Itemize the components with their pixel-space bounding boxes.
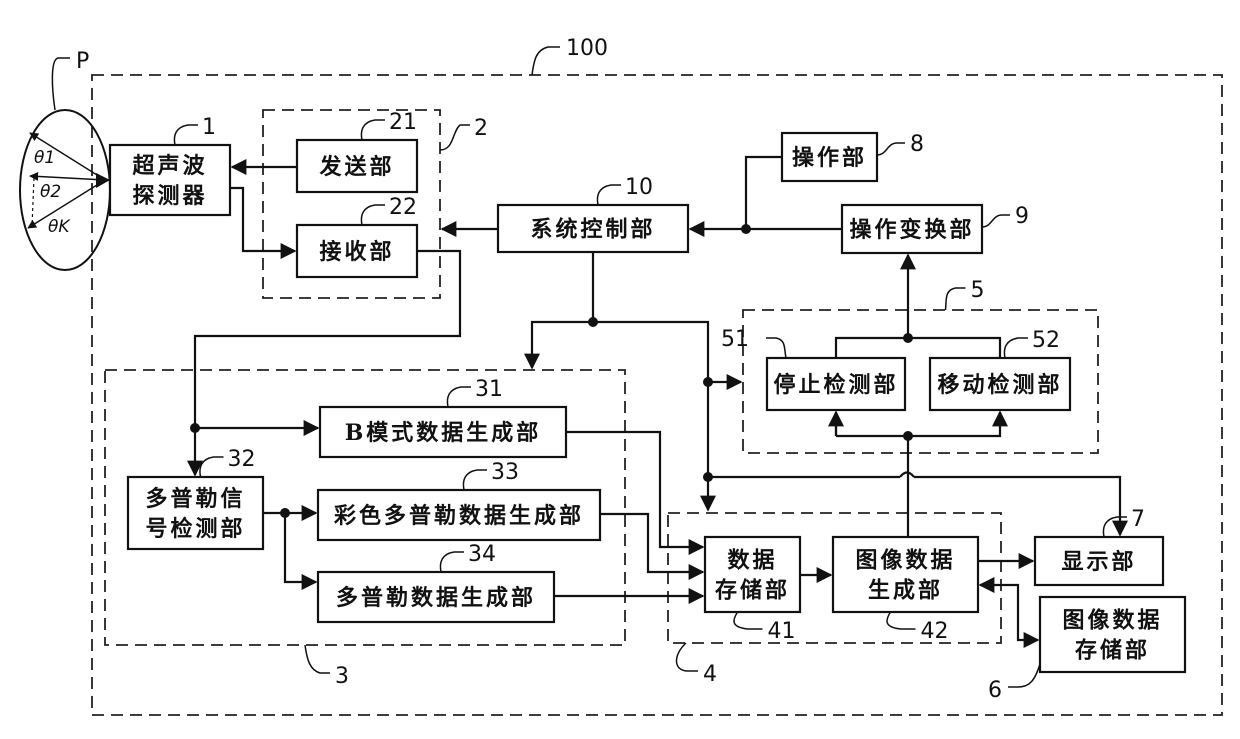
- block-transmitter[interactable]: 发送部 21: [297, 110, 417, 192]
- operation-to-bus: [746, 157, 782, 229]
- group-ref-5: 5: [971, 278, 985, 303]
- block-label: 彩色多普勒数据生成部: [333, 503, 584, 529]
- block-label: 图像数据: [855, 548, 955, 574]
- angle-theta2: θ2: [40, 182, 61, 202]
- block-ref: 10: [625, 175, 653, 200]
- block-label: 停止检测部: [773, 372, 898, 398]
- block-b-mode-data-generator[interactable]: B模式数据生成部 31: [320, 377, 566, 457]
- angle-thetak: θK: [48, 217, 71, 237]
- group-ref-3: 3: [335, 664, 349, 689]
- block-label: 发送部: [318, 154, 394, 180]
- controller-to-display: [708, 477, 1120, 535]
- block-label: 号检测部: [145, 516, 245, 542]
- block-label: 存储部: [715, 578, 790, 604]
- block-ref: 42: [921, 619, 949, 644]
- to-doppler-data: [285, 513, 316, 582]
- connection-line: [836, 338, 1000, 358]
- block-ref: 51: [721, 327, 749, 352]
- block-system-controller[interactable]: 系统控制部 10: [498, 175, 688, 252]
- angle-theta1: θ1: [34, 148, 55, 168]
- block-ref: 22: [389, 195, 417, 220]
- block-stop-detector[interactable]: 停止检测部 51: [721, 327, 905, 410]
- block-ref: 31: [475, 377, 503, 402]
- block-operation-converter[interactable]: 操作变换部 9: [842, 204, 1029, 253]
- system-ref: 100: [566, 36, 608, 61]
- block-receiver[interactable]: 接收部 22: [297, 195, 417, 277]
- block-ref: 1: [202, 115, 216, 140]
- block-data-storage[interactable]: 数据存储部 41: [705, 537, 800, 644]
- block-label: 系统控制部: [530, 217, 655, 243]
- block-label: 移动检测部: [937, 372, 1062, 398]
- block-ref: 34: [468, 542, 496, 567]
- blocks: 超声波探测器 1 发送部 21 接收部 22 系统控制部 10 操作部 8 操作变换部 9 停止检测部 5…: [110, 110, 1185, 703]
- block-label: 存储部: [1075, 638, 1150, 664]
- block-doppler-data-generator[interactable]: 多普勒数据生成部 34: [318, 542, 554, 622]
- block-label: 显示部: [1061, 549, 1136, 575]
- block-ref: 21: [389, 110, 417, 135]
- block-label: 数据: [727, 548, 777, 574]
- block-ref: 52: [1032, 328, 1060, 353]
- group-ref-2: 2: [474, 116, 488, 141]
- block-label: 操作部: [792, 145, 867, 171]
- block-operation-unit[interactable]: 操作部 8: [782, 132, 924, 181]
- block-label: B模式数据生成部: [345, 420, 542, 446]
- block-ultrasound-probe[interactable]: 超声波探测器 1: [110, 115, 230, 215]
- subject-p: P θ1 θ2 θK: [20, 49, 110, 270]
- controller-to-group4: [593, 322, 708, 510]
- block-label: 生成部: [868, 578, 943, 604]
- block-display-unit[interactable]: 显示部 7: [1035, 507, 1163, 585]
- group-ref-4: 4: [703, 662, 717, 687]
- block-color-doppler-data-generator[interactable]: 彩色多普勒数据生成部 33: [318, 460, 600, 540]
- block-label: 多普勒数据生成部: [336, 585, 536, 611]
- block-label: 多普勒信: [145, 486, 245, 512]
- block-label: 操作变换部: [849, 217, 974, 243]
- block-label: 探测器: [132, 183, 207, 209]
- block-image-data-generator[interactable]: 图像数据生成部 42: [833, 537, 978, 644]
- to-motion-detector: [836, 412, 1000, 436]
- block-ref: 6: [988, 678, 1002, 703]
- block-ref: 7: [1131, 507, 1145, 532]
- block-ref: 32: [228, 447, 256, 472]
- block-label: 接收部: [319, 239, 394, 265]
- subject-ref: P: [76, 49, 89, 74]
- block-label: 超声波: [132, 153, 207, 179]
- image-gen-storage-link: [980, 585, 1038, 640]
- color-doppler-to-storage: [600, 514, 703, 572]
- block-ref: 8: [910, 132, 924, 157]
- block-label: 图像数据: [1062, 608, 1162, 634]
- block-ref: 41: [768, 619, 796, 644]
- block-ref: 33: [491, 460, 519, 485]
- block-ref: 9: [1015, 204, 1029, 229]
- controller-to-group3: [532, 322, 593, 368]
